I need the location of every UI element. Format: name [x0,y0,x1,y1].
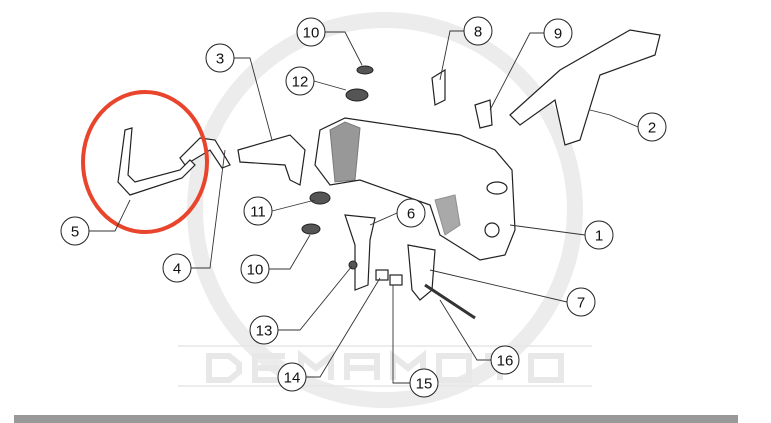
callout-10: 10 [240,254,270,284]
leader-line-10 [269,234,311,270]
callout-4: 4 [162,253,192,283]
callout-14: 14 [277,362,307,392]
callout-5: 5 [60,216,90,246]
callout-circle [396,198,426,228]
callout-circle [249,315,279,345]
leader-line-15 [392,285,410,384]
part-bearing-12 [345,88,369,102]
callout-label: 3 [216,51,224,68]
callout-12: 12 [285,66,315,96]
part-spacer-15 [389,274,403,286]
watermark-glyph [252,353,285,383]
part-plate-7 [407,244,436,301]
callout-label: 9 [554,26,562,43]
watermark-logo [178,12,592,408]
callout-circle [409,368,439,398]
leader-line-10 [325,31,363,66]
callout-circle [243,196,273,226]
callout-label: 15 [416,376,433,393]
callout-label: 13 [256,323,273,340]
leader-line-6 [369,212,398,226]
watermark-glyph [436,353,472,383]
callout-circle [566,287,596,317]
leader-line-12 [313,80,347,91]
callout-circle [463,16,493,46]
watermark-glyph [298,349,334,380]
callout-circle [285,66,315,96]
leader-line-13 [278,265,353,331]
leader-line-7 [429,269,568,303]
callout-label: 10 [247,262,264,279]
callout-circle [277,362,307,392]
leader-line-3 [234,57,273,141]
callout-circle [240,254,270,284]
callout-circle [162,253,192,283]
leader-line-1 [509,224,586,236]
part-bracket-8 [431,68,446,106]
callout-label: 11 [250,204,266,221]
callout-16: 16 [490,345,520,375]
leader-line-14 [306,277,381,378]
callout-label: 5 [71,224,79,241]
callout-3: 3 [205,43,235,73]
callout-13: 13 [249,315,279,345]
callout-2: 2 [637,112,667,142]
callout-circle [543,18,573,48]
callout-1: 1 [584,220,614,250]
bottom-bar [14,415,738,423]
callout-label: 10 [303,25,320,42]
callout-circle [205,43,235,73]
part-plate-6 [344,214,376,291]
part-5 [117,127,196,196]
callout-label: 6 [407,206,415,223]
leader-line-2 [589,109,639,128]
callout-circle [490,345,520,375]
part-spacer-14 [375,269,389,281]
callout-label: 14 [284,370,301,387]
watermark-glyph [206,353,242,383]
watermark-glyph [344,353,380,380]
part-main-frame [314,117,516,261]
callout-circle [584,220,614,250]
callout-7: 7 [566,287,596,317]
part-bracket-3 [237,134,306,186]
callout-circle [296,17,326,47]
callout-15: 15 [409,368,439,398]
callout-circle [637,112,667,142]
leader-line-16 [439,299,491,361]
part-subframe [509,29,661,146]
leader-line-8 [439,30,464,81]
callout-label: 4 [173,261,181,278]
leader-line-4 [191,149,226,269]
highlight-circle [81,90,209,234]
callout-label: 7 [577,295,585,312]
callout-label: 16 [497,353,514,370]
part-bearing-10-bottom [301,223,321,235]
leader-line-11 [271,199,316,212]
callout-10: 10 [296,17,326,47]
part-bearing-11 [309,191,331,205]
callout-label: 12 [292,74,309,91]
callout-9: 9 [543,18,573,48]
callout-8: 8 [463,16,493,46]
callout-6: 6 [396,198,426,228]
callout-circle [60,216,90,246]
part-bearing-10-top [356,65,374,75]
callout-label: 8 [474,24,482,41]
part-bolt-16 [424,283,476,320]
leader-line-5 [89,199,131,232]
callout-11: 11 [243,196,273,226]
leader-line-9 [489,32,544,111]
watermark-glyph [528,353,564,383]
part-bracket-9 [474,99,493,129]
callout-label: 2 [648,120,656,137]
callout-label: 1 [595,228,603,245]
